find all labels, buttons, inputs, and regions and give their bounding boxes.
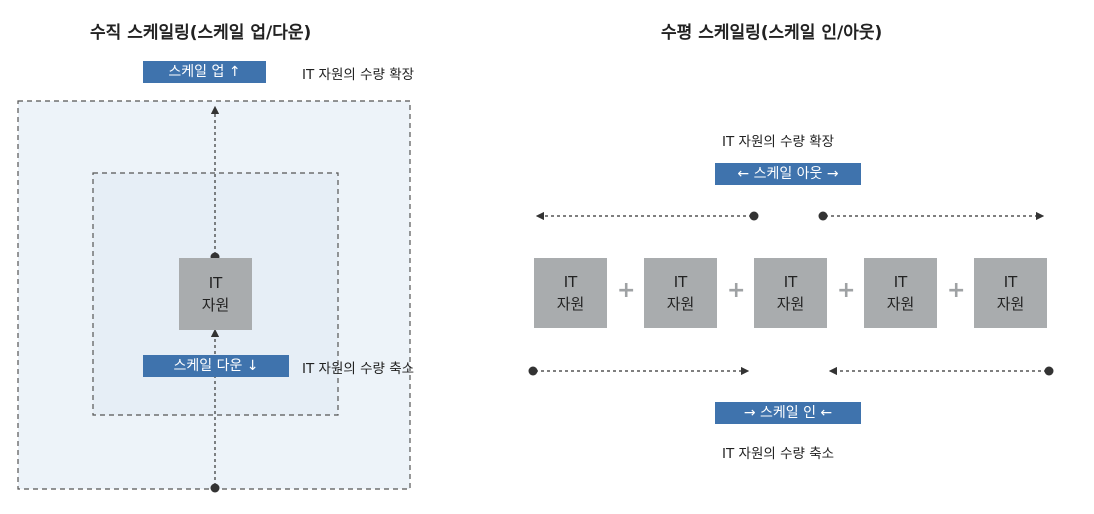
resource-line2: 자원 (886, 295, 915, 313)
vertical-scaling-title: 수직 스케일링(스케일 업/다운) (90, 23, 312, 43)
plus-icon: + (837, 278, 856, 303)
plus-icon: + (727, 278, 746, 303)
horizontal-scaling-title: 수평 스케일링(스케일 인/아웃) (661, 23, 883, 43)
scale-down-label: 스케일 다운 ↓ (143, 355, 289, 377)
resource-line1: IT (783, 273, 798, 291)
horizontal-it-resource: IT 자원 (534, 258, 607, 328)
vertical-it-resource: IT 자원 (179, 258, 252, 330)
resource-line2: 자원 (201, 296, 230, 314)
scale-in-caption: IT 자원의 수량 축소 (722, 446, 835, 462)
resource-line2: 자원 (776, 295, 805, 313)
horizontal-it-resource: IT 자원 (754, 258, 827, 328)
scale-in-left-dot (528, 366, 538, 376)
scale-out-caption: IT 자원의 수량 확장 (722, 134, 835, 150)
resource-line1: IT (673, 273, 688, 291)
resource-line2: 자원 (666, 295, 695, 313)
plus-icon: + (617, 278, 636, 303)
scale-down-caption: IT 자원의 수량 축소 (302, 361, 415, 377)
scale-out-label: ← 스케일 아웃 → (715, 163, 861, 185)
horizontal-it-resource: IT 자원 (974, 258, 1047, 328)
resource-line1: IT (1003, 273, 1018, 291)
scale-up-caption: IT 자원의 수량 확장 (302, 67, 415, 83)
scale-up-label: 스케일 업 ↑ (143, 61, 266, 83)
plus-icon: + (947, 278, 966, 303)
scale-down-origin-dot (210, 483, 220, 493)
horizontal-it-resource: IT 자원 (644, 258, 717, 328)
resource-line1: IT (208, 274, 223, 292)
resource-line1: IT (563, 273, 578, 291)
scale-in-label: → 스케일 인 ← (715, 402, 861, 424)
resource-line2: 자원 (996, 295, 1025, 313)
scale-out-right-dot (818, 211, 828, 221)
resource-line1: IT (893, 273, 908, 291)
horizontal-it-resource: IT 자원 (864, 258, 937, 328)
resource-line2: 자원 (556, 295, 585, 313)
scale-in-right-dot (1044, 366, 1054, 376)
scale-out-left-dot (749, 211, 759, 221)
